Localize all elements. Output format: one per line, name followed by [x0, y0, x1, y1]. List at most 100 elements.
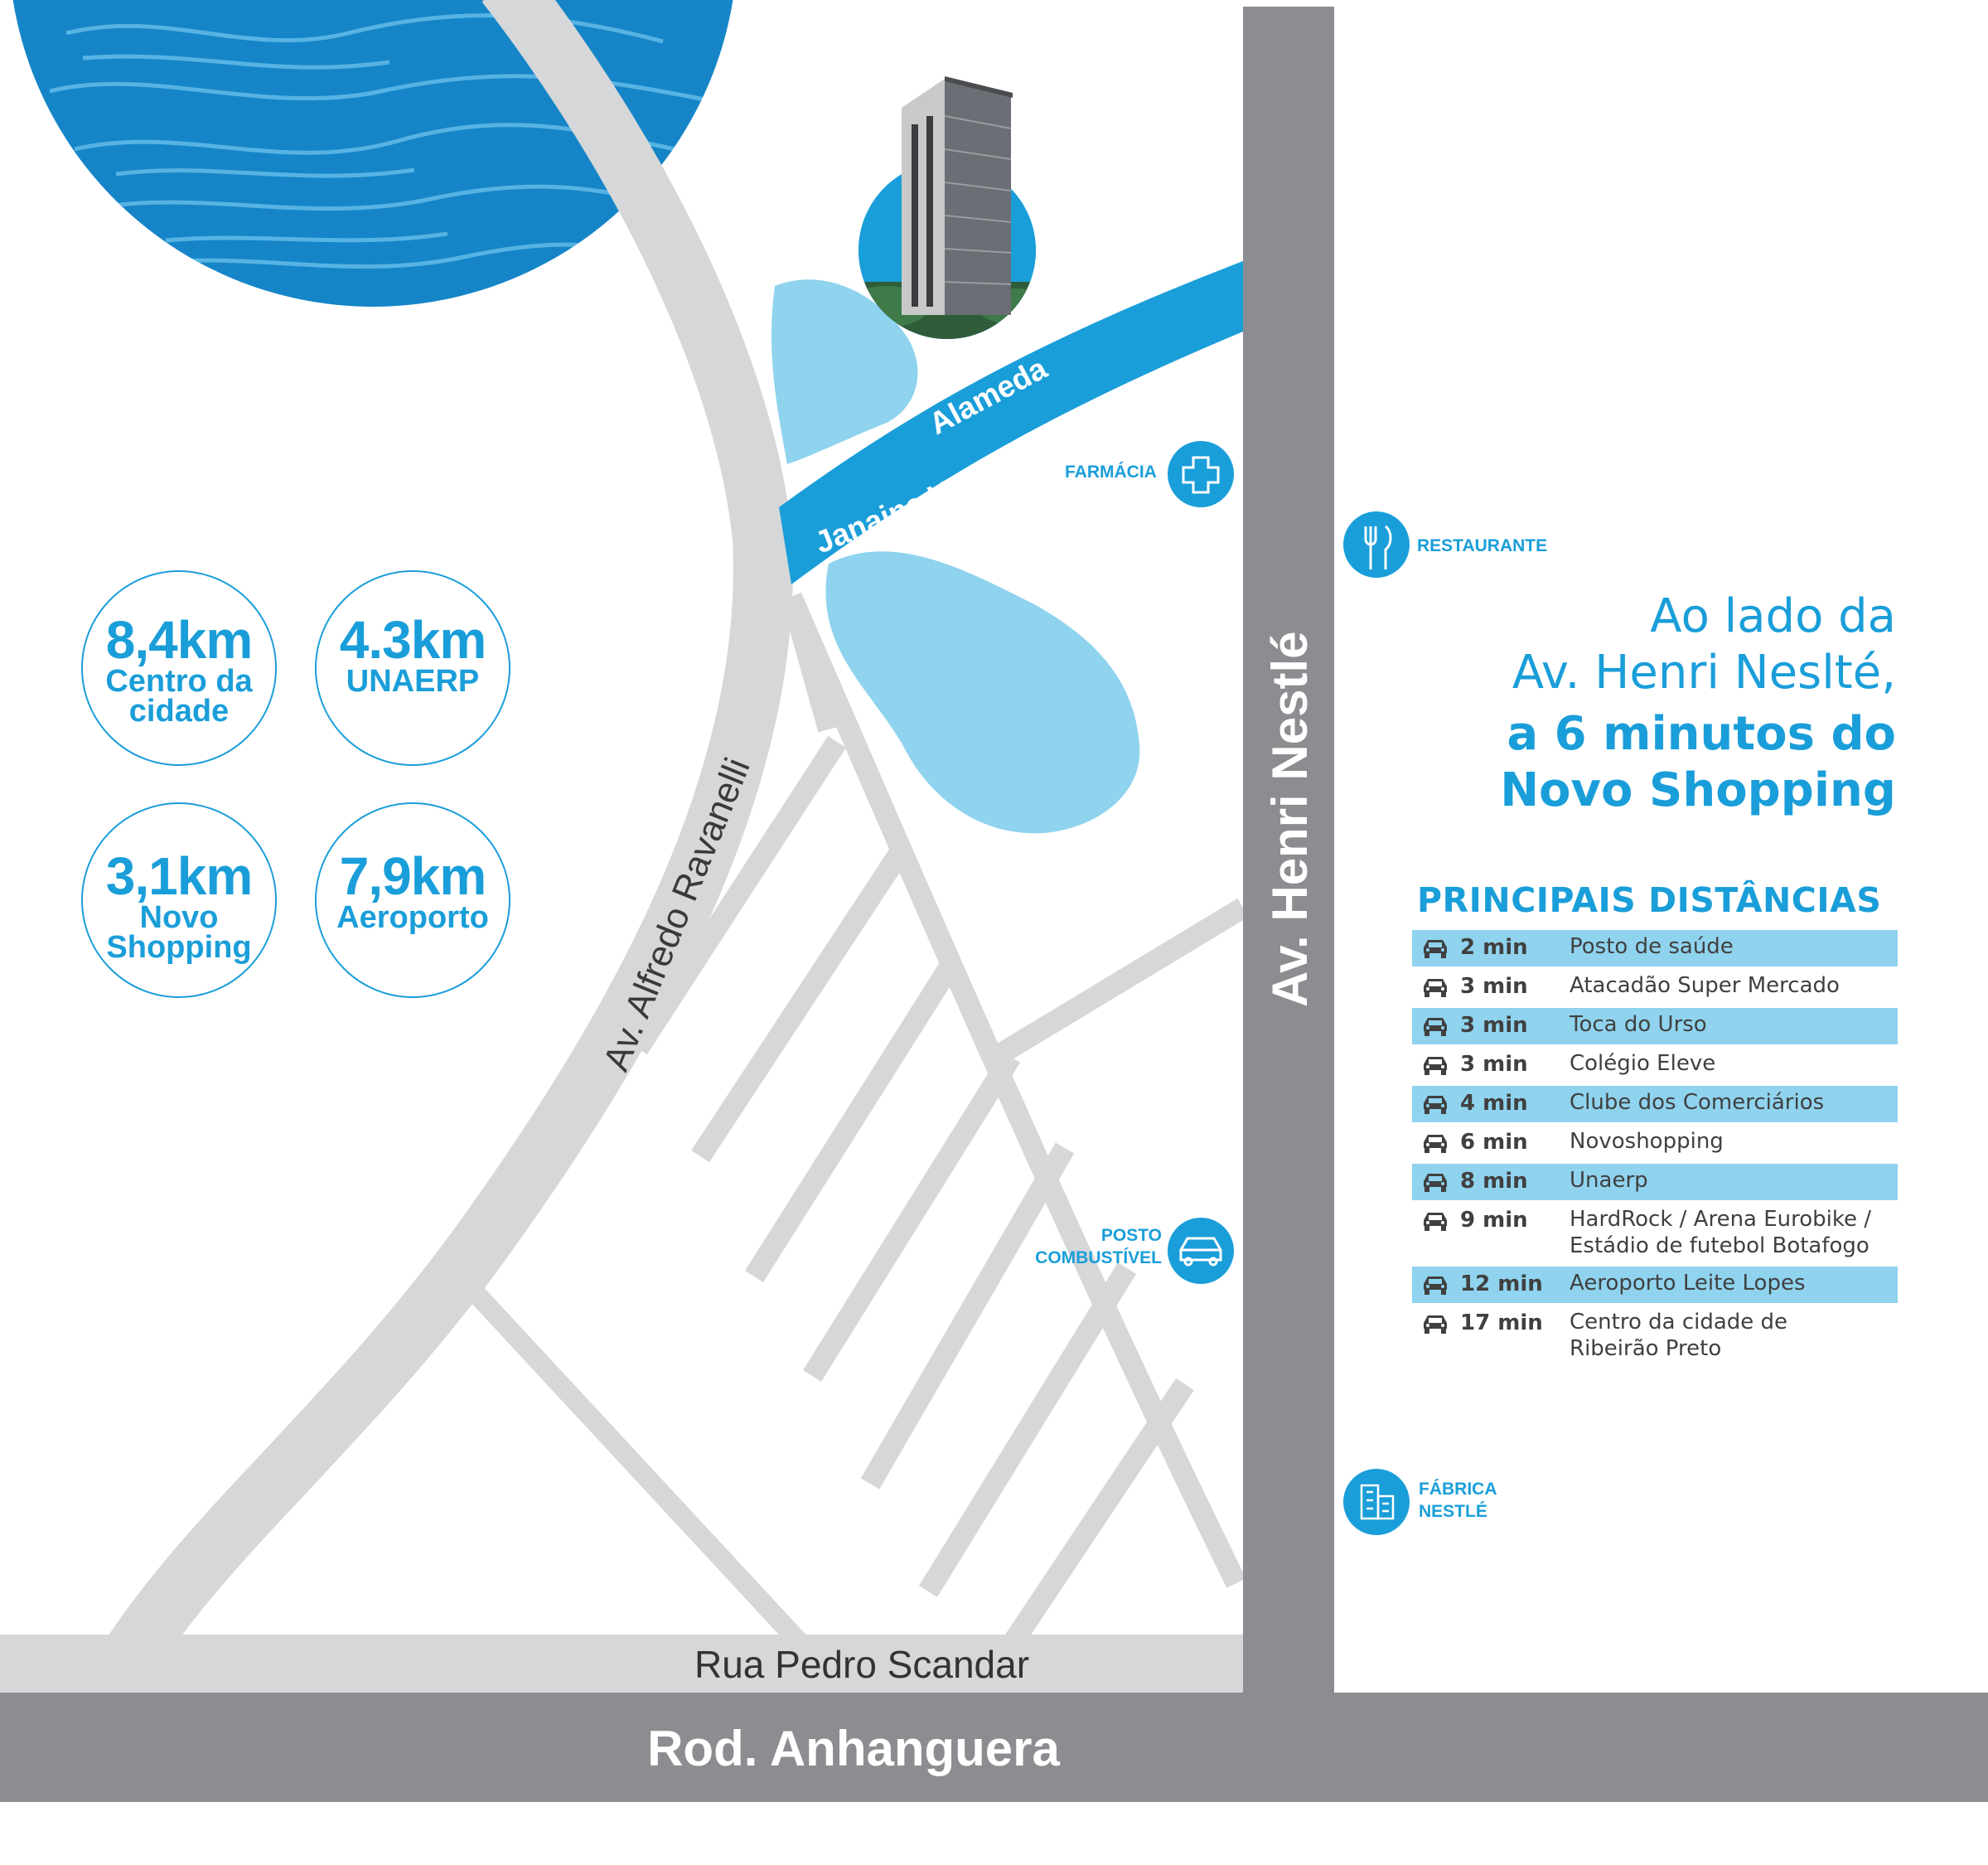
distance-place: Colégio Eleve	[1570, 1050, 1715, 1077]
distance-place: Clube dos Comerciários	[1570, 1089, 1824, 1116]
car-icon	[1424, 940, 1447, 958]
distance-row: 6 min Novoshopping	[1412, 1125, 1898, 1161]
distance-row: 3 min Toca do Urso	[1412, 1008, 1898, 1044]
rua-pedro-scandar-road	[0, 1635, 1243, 1693]
distance-km: 8,4km	[105, 610, 253, 670]
fork-knife-icon	[1364, 525, 1392, 569]
rod-anhanguera-label: Rod. Anhanguera	[647, 1721, 1060, 1776]
distance-place-line1: Aeroporto Leite Lopes	[1570, 1271, 1806, 1296]
distance-place-line1: Novoshopping	[1570, 1129, 1724, 1154]
distance-place: Aeroporto Leite Lopes	[1570, 1270, 1806, 1296]
fabrica-nestle-marker[interactable]	[1343, 1469, 1410, 1535]
car-icon	[1424, 1315, 1447, 1334]
distance-circle-novo-shopping: 3,1km Novo Shopping	[81, 802, 277, 998]
fabrica-label: FÁBRICA NESTLÉ	[1419, 1478, 1497, 1523]
distance-time: 4 min	[1460, 1091, 1528, 1116]
distance-km: 4.3km	[339, 610, 486, 670]
distance-km: 3,1km	[105, 846, 253, 906]
pond-lower	[825, 551, 1140, 834]
car-icon	[1424, 979, 1447, 997]
distance-row: 9 min HardRock / Arena Eurobike /Estádio …	[1412, 1203, 1898, 1262]
distance-label: Centro da	[105, 664, 253, 699]
distance-place-line2: Estádio de futebol Botafogo	[1570, 1233, 1869, 1258]
posto-combustivel-marker[interactable]	[1168, 1218, 1234, 1284]
distance-circle-centro: 8,4km Centro da cidade	[81, 570, 277, 766]
distance-place: Posto de saúde	[1570, 933, 1734, 960]
distance-time: 3 min	[1460, 974, 1528, 999]
distance-km: 7,9km	[339, 846, 486, 906]
car-icon	[1424, 1096, 1447, 1114]
distance-place: Atacadão Super Mercado	[1570, 972, 1840, 999]
fabrica-label-line1: FÁBRICA	[1419, 1480, 1497, 1499]
rod-anhanguera-road	[0, 1693, 1988, 1802]
headline: Ao lado da Av. Henri Neslté, a 6 minutos…	[1500, 589, 1896, 819]
distance-time: 8 min	[1460, 1169, 1528, 1194]
distance-place-line1: Posto de saúde	[1570, 934, 1734, 959]
car-icon	[1424, 1135, 1447, 1153]
farmacia-label: FARMÁCIA	[1065, 463, 1157, 482]
distance-time: 3 min	[1460, 1013, 1528, 1038]
posto-label-line2: COMBUSTÍVEL	[1035, 1248, 1162, 1267]
distance-time: 3 min	[1460, 1052, 1528, 1077]
distance-time: 6 min	[1460, 1130, 1528, 1155]
distance-place-line1: Unaerp	[1570, 1168, 1648, 1193]
distance-place-line2: Ribeirão Preto	[1570, 1336, 1722, 1361]
distance-row: 2 min Posto de saúde	[1412, 930, 1898, 966]
car-icon	[1424, 1174, 1447, 1192]
distance-label-2: cidade	[128, 694, 230, 729]
farmacia-marker[interactable]	[1168, 441, 1234, 507]
distance-place-line1: Atacadão Super Mercado	[1570, 973, 1840, 998]
distance-row: 8 min Unaerp	[1412, 1164, 1898, 1200]
distance-time: 12 min	[1460, 1272, 1543, 1296]
distance-time: 2 min	[1460, 935, 1528, 960]
distance-place-line1: Colégio Eleve	[1570, 1051, 1716, 1076]
restaurante-label: RESTAURANTE	[1417, 536, 1548, 555]
posto-label: POSTO COMBUSTÍVEL	[1035, 1224, 1162, 1269]
av-henri-nestle-road	[1243, 7, 1334, 1698]
distance-place: Novoshopping	[1570, 1128, 1724, 1155]
building-icon	[1360, 1484, 1395, 1520]
distance-place: Unaerp	[1570, 1167, 1648, 1194]
distance-circle-unaerp: 4.3km UNAERP	[315, 570, 510, 766]
distances-title: PRINCIPAIS DISTÂNCIAS	[1417, 880, 1882, 920]
distance-place-line1: Centro da cidade de	[1570, 1310, 1788, 1335]
fabrica-label-line2: NESTLÉ	[1419, 1502, 1487, 1521]
gas-car-icon	[1179, 1237, 1222, 1267]
distance-place-line1: Clube dos Comerciários	[1570, 1090, 1825, 1115]
headline-line1: Ao lado da	[1650, 589, 1896, 643]
car-icon	[1424, 1057, 1447, 1075]
distance-label: UNAERP	[346, 664, 480, 699]
car-icon	[1424, 1018, 1447, 1036]
pond-upper	[771, 279, 918, 464]
distance-row: 12 min Aeroporto Leite Lopes	[1412, 1267, 1898, 1303]
restaurante-marker[interactable]	[1343, 511, 1410, 578]
distance-label: Novo	[139, 900, 219, 935]
distance-time: 17 min	[1460, 1310, 1543, 1335]
distance-row: 4 min Clube dos Comerciários	[1412, 1086, 1898, 1122]
distance-place-line1: HardRock / Arena Eurobike /	[1570, 1207, 1872, 1232]
headline-line2: Av. Henri Neslté,	[1512, 646, 1896, 700]
car-icon	[1424, 1276, 1447, 1295]
distance-row: 3 min Colégio Eleve	[1412, 1047, 1898, 1083]
alameda-street-band	[779, 261, 1243, 584]
posto-label-line1: POSTO	[1100, 1226, 1162, 1245]
av-henri-nestle-label: Av. Henri Nestlé	[1262, 632, 1318, 1008]
distance-circle-aeroporto: 7,9km Aeroporto	[315, 802, 510, 998]
distance-place: HardRock / Arena Eurobike /Estádio de fu…	[1570, 1206, 1871, 1259]
distance-place-line1: Toca do Urso	[1570, 1012, 1707, 1037]
distance-time: 9 min	[1460, 1208, 1528, 1233]
building-photo	[859, 76, 1036, 339]
distance-label-2: Shopping	[106, 930, 252, 965]
cross-icon	[1182, 456, 1220, 494]
headline-line3: a 6 minutos do	[1507, 707, 1896, 761]
distance-place: Toca do Urso	[1570, 1011, 1707, 1038]
distance-row: 3 min Atacadão Super Mercado	[1412, 969, 1898, 1005]
car-icon	[1424, 1213, 1447, 1231]
rua-pedro-scandar-label: Rua Pedro Scandar	[694, 1643, 1029, 1686]
street-grid	[99, 0, 1243, 1690]
distance-label: Aeroporto	[336, 900, 489, 935]
headline-line4: Novo Shopping	[1500, 763, 1896, 817]
